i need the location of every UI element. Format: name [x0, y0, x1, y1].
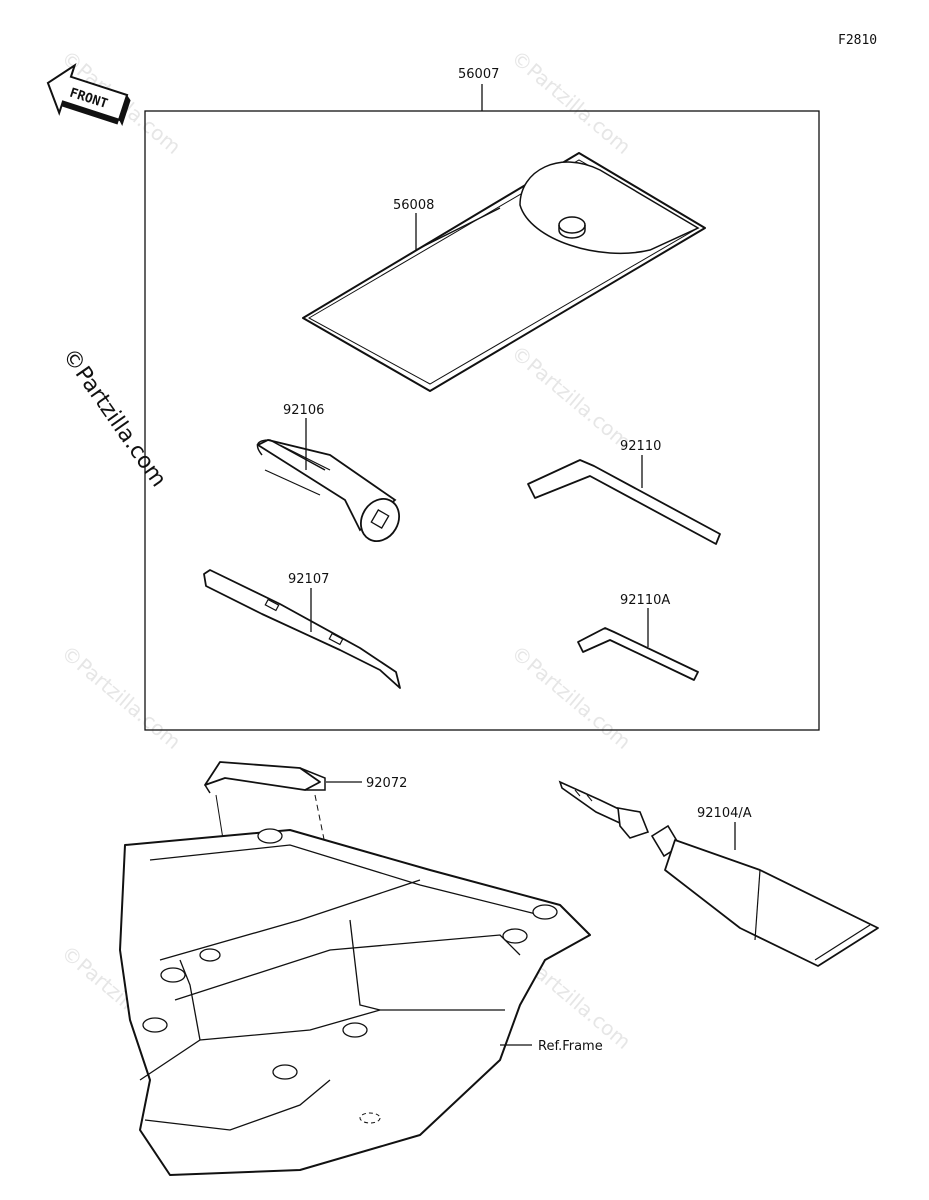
watermark-4: ©Partzilla.com — [507, 640, 636, 754]
hex-wrench-large-icon — [527, 459, 721, 545]
clip-icon — [204, 761, 326, 794]
label-56008: 56008 — [393, 198, 434, 213]
label-56007: 56007 — [458, 67, 499, 82]
watermark-2: ©Partzilla.com — [507, 45, 636, 159]
handle-icon — [256, 439, 400, 542]
tool-case — [302, 152, 706, 392]
label-92072: 92072 — [366, 776, 407, 791]
partzilla-watermark: ©Partzilla.com — [57, 344, 171, 492]
label-92107: 92107 — [288, 572, 329, 587]
label-92110a: 92110A — [620, 593, 670, 608]
case-leader-2 — [415, 207, 501, 251]
figure-id: F2810 — [838, 33, 877, 48]
front-arrow-icon: FRONT — [46, 62, 131, 127]
hex-wrench-small-icon — [577, 627, 699, 681]
grease-tube-icon — [650, 824, 879, 967]
label-92106: 92106 — [283, 403, 324, 418]
kit-box — [144, 110, 820, 731]
screwdriver-icon — [203, 569, 401, 689]
label-92104a: 92104/A — [697, 806, 752, 821]
label-ref-frame: Ref.Frame — [538, 1039, 603, 1054]
label-92110: 92110 — [620, 439, 661, 454]
grease-nozzle-icon — [558, 780, 650, 839]
frame-icon — [119, 828, 591, 1176]
watermark-3: ©Partzilla.com — [507, 340, 636, 454]
watermark-5: ©Partzilla.com — [57, 640, 186, 754]
